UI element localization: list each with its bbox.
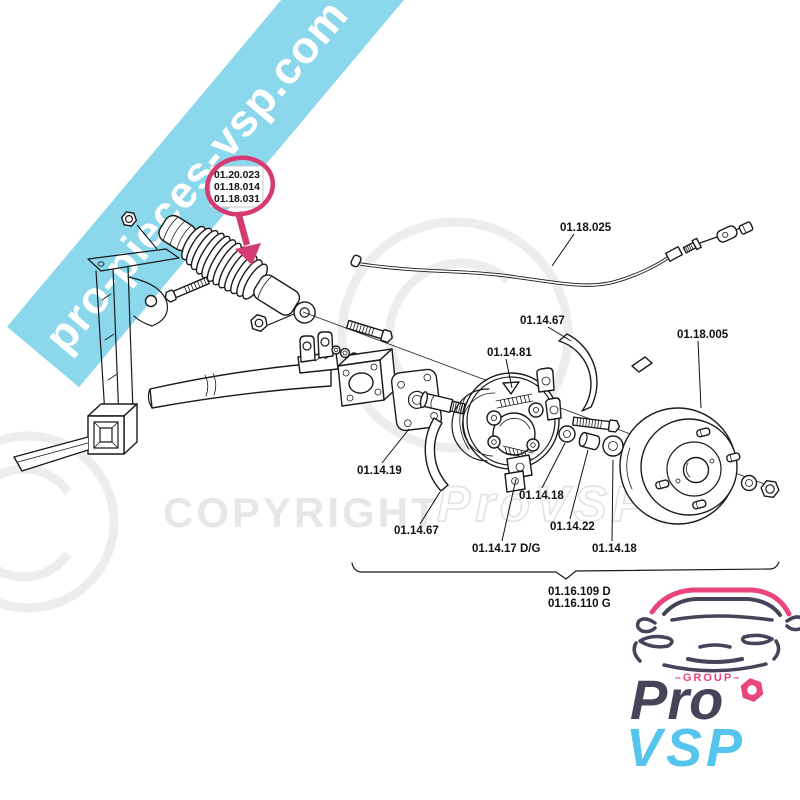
part-label-cable: 01.18.025 xyxy=(560,222,612,234)
logo-vsp-text: VSP xyxy=(626,718,746,778)
chassis-frame-drawing xyxy=(13,248,332,472)
handbrake-cable-drawing xyxy=(350,221,754,287)
leader-lines xyxy=(381,233,702,542)
car-outline-icon xyxy=(632,587,800,673)
highlight-arrow-icon xyxy=(234,211,261,265)
hex-nut-lower xyxy=(250,313,268,333)
axle-end-drawing xyxy=(297,319,473,432)
hex-bolt-bracket xyxy=(345,319,393,344)
brake-backplate-drawing xyxy=(451,367,562,493)
hub-hardware-drawing xyxy=(558,416,624,457)
brake-drum-drawing xyxy=(619,407,780,525)
highlight-part-number-3: 01.18.031 xyxy=(214,194,260,205)
hex-nut-logo-icon xyxy=(740,678,764,702)
highlight-ellipse xyxy=(204,155,276,217)
axle-span-bracket: 01.16.109 D 01.16.110 G xyxy=(351,561,780,610)
logo-group-label: –GROUP– xyxy=(675,672,742,684)
part-label-shoe-top: 01.14.67 xyxy=(520,315,565,327)
part-label-washer-outer: 01.14.18 xyxy=(592,543,637,555)
part-label-washer-inner: 01.14.18 xyxy=(519,490,564,502)
part-label-brake-plate: 01.14.17 D/G xyxy=(472,543,540,555)
part-labels: 01.18.025 01.14.67 01.14.81 01.18.005 01… xyxy=(357,222,729,555)
hex-bolt-drum xyxy=(572,416,621,433)
part-label-shoe-bottom: 01.14.67 xyxy=(394,525,439,537)
part-label-backplate-top: 01.14.81 xyxy=(487,347,532,359)
watermark-copyright-text: COPYRIGHT xyxy=(163,489,440,536)
part-label-drum: 01.18.005 xyxy=(677,329,729,341)
part-label-spacer: 01.14.22 xyxy=(550,521,595,533)
highlight-part-number-1: 01.20.023 xyxy=(214,170,260,181)
brake-shoe-drawings xyxy=(424,333,653,492)
stud-bolt xyxy=(164,276,210,303)
provsp-logo: –GROUP– Pro VSP xyxy=(626,587,800,778)
hex-nut-upper xyxy=(120,211,138,227)
axle-hex-nut xyxy=(760,479,780,499)
bracket-label-line2: 01.16.110 G xyxy=(548,598,611,610)
shock-absorber-drawing xyxy=(120,211,316,333)
watermark-brand-text: ProVSP xyxy=(437,476,650,532)
highlighted-parts-callout: 01.20.023 01.18.014 01.18.031 xyxy=(204,155,276,265)
bracket-label-line1: 01.16.109 D xyxy=(548,586,611,598)
highlight-box xyxy=(209,165,264,208)
highlight-part-number-2: 01.18.014 xyxy=(214,182,260,193)
part-label-flange: 01.14.19 xyxy=(357,465,402,477)
logo-pro-text: Pro xyxy=(630,668,723,731)
